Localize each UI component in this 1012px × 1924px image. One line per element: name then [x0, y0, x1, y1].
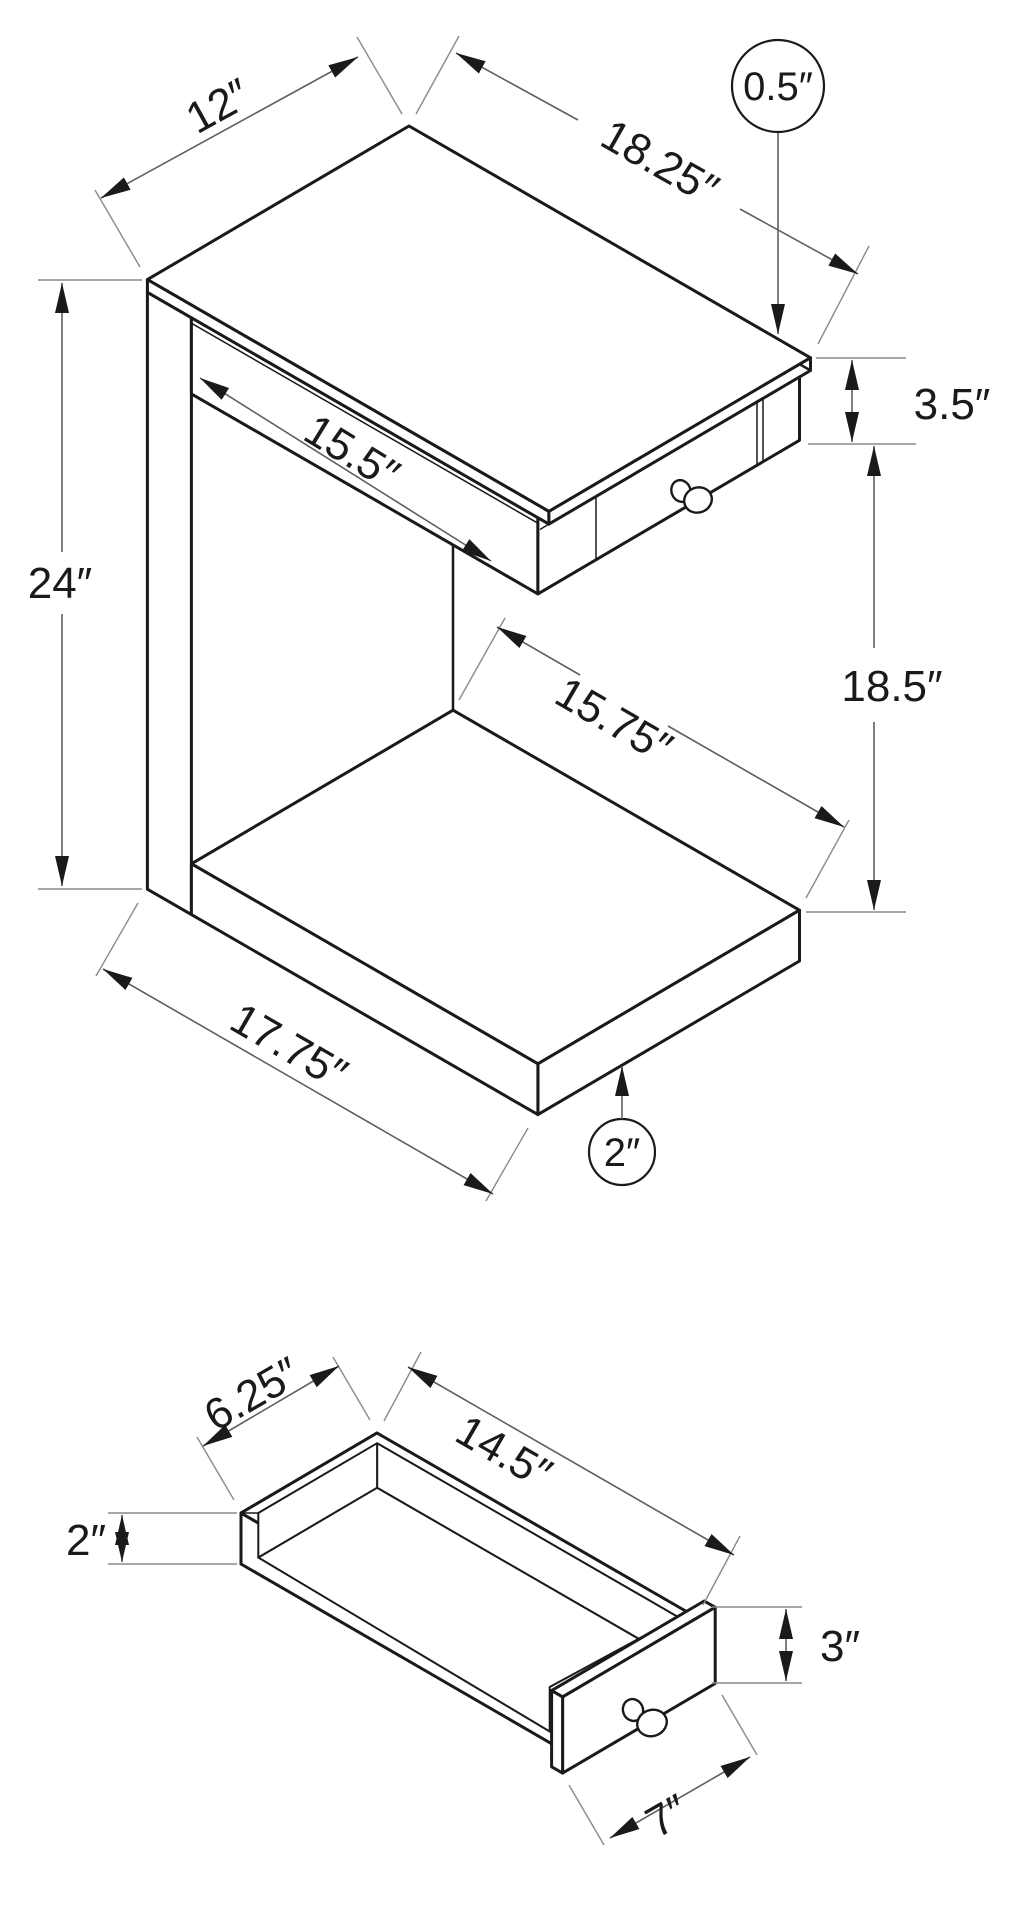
drawer-knob: [670, 478, 714, 514]
leg-front-face: [145, 290, 193, 917]
dim-label-clearance-height: 18.5″: [841, 662, 942, 711]
dim-box-height: 2″: [66, 1512, 237, 1565]
dim-clearance-height: 18.5″: [806, 446, 943, 913]
dim-label-inner-depth: 6.25″: [196, 1348, 308, 1441]
drawer-detail-knob: [621, 1697, 668, 1738]
dim-shelf-thickness: 2″: [587, 1066, 657, 1187]
dim-label-front-height: 3″: [820, 1622, 860, 1671]
dim-label-overall-height: 24″: [28, 559, 93, 608]
dim-label-top-thickness: 0.5″: [743, 65, 813, 109]
dim-label-shelf-thickness: 2″: [604, 1131, 640, 1175]
tabletop-lip-front: [536, 516, 551, 526]
dim-front-height: 3″: [712, 1606, 860, 1684]
dim-apron-height: 3.5″: [808, 357, 991, 445]
callout-circle-top-thickness: [730, 38, 826, 134]
drawer-detail-view: 6.25″ 14.5″ 2″ 3″: [66, 1348, 860, 1848]
dim-label-shelf-top-length: 15.75″: [547, 668, 680, 773]
dim-label-shelf-bottom-length: 17.75″: [222, 994, 355, 1099]
dim-label-box-height: 2″: [66, 1516, 106, 1565]
drawer-front-left-end-face: [550, 1689, 565, 1775]
dim-overall-height: 24″: [28, 279, 142, 890]
tabletop-lip-right: [798, 362, 812, 372]
knob-head: [636, 1708, 668, 1738]
assembled-table-view: 12″ 18.25″ 0.5″ 3.5″: [28, 35, 991, 1202]
dim-label-apron-height: 3.5″: [914, 380, 991, 429]
drawer-structure: [239, 1431, 717, 1775]
dim-label-top-width: 18.25″: [593, 110, 727, 215]
knob-head: [682, 486, 714, 514]
dim-top-thickness: 0.5″: [730, 38, 826, 334]
tray-inner-left-wall: [257, 1442, 379, 1559]
dim-label-front-width: 7″: [638, 1785, 697, 1847]
table-structure: [145, 124, 812, 1117]
dim-label-top-depth: 12″: [178, 69, 258, 143]
